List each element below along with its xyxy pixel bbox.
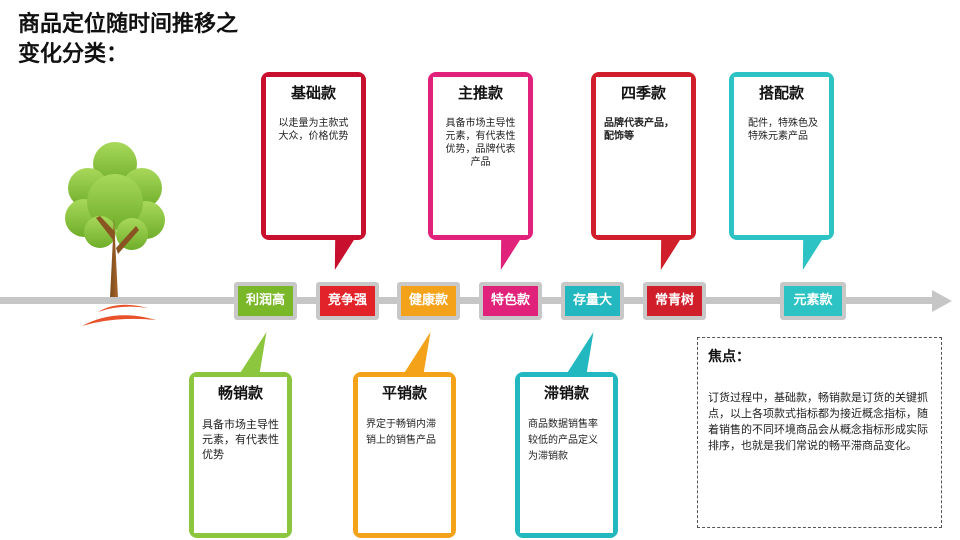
card-slow-seller: 滞销款 商品数据销售率较低的产品定义为滞销款 (515, 372, 618, 538)
card-title: 基础款 (290, 84, 336, 102)
card-pointer (403, 332, 441, 374)
card-pointer (324, 238, 356, 270)
timeline-pill: 竞争强 (316, 282, 379, 320)
timeline-pill: 特色款 (479, 282, 542, 320)
card-four-seasons: 四季款 品牌代表产品，配饰等 (591, 72, 696, 240)
card-desc: 品牌代表产品，配饰等 (604, 118, 674, 142)
card-desc: 以走量为主款式大众，价格优势 (278, 118, 349, 142)
pill-label: 存量大 (572, 293, 612, 308)
title-line-1: 商品定位随时间推移之 (18, 12, 239, 37)
card-body: 基础款 以走量为主款式大众，价格优势 (266, 77, 361, 235)
title-line-2: 变化分类： (18, 42, 129, 67)
timeline-pill: 常青树 (643, 282, 706, 320)
card-pointer (792, 238, 824, 270)
timeline-pill: 利润高 (234, 282, 297, 320)
card-pointer (239, 332, 277, 374)
focus-box: 焦点： 订货过程中，基础款，畅销款是订货的关键抓点，以上各项款式指标都为接近概念… (697, 337, 942, 528)
pill-label: 特色款 (490, 293, 530, 308)
card-pointer (650, 238, 682, 270)
tree-icon (65, 142, 165, 326)
timeline-line (0, 297, 938, 304)
card-pointer (566, 332, 604, 374)
card-desc: 具备市场主导性元素，有代表性优势，品牌代表产品 (445, 118, 516, 168)
pill-label: 竞争强 (327, 293, 367, 308)
card-title: 主推款 (457, 84, 503, 102)
pill-label: 元素款 (793, 293, 833, 308)
page-title: 商品定位随时间推移之 变化分类： (18, 10, 238, 70)
card-body: 搭配款 配件，特殊色及特殊元素产品 (734, 77, 829, 235)
card-body: 主推款 具备市场主导性元素，有代表性优势，品牌代表产品 (433, 77, 528, 235)
card-pointer (490, 238, 522, 270)
card-desc: 商品数据销售率较低的产品定义为滞销款 (528, 419, 598, 462)
card-body: 平销款 界定于畅销内滞销上的销售产品 (358, 377, 451, 533)
card-desc: 配件，特殊色及特殊元素产品 (748, 118, 818, 142)
card-average-seller: 平销款 界定于畅销内滞销上的销售产品 (353, 372, 456, 538)
card-body: 四季款 品牌代表产品，配饰等 (596, 77, 691, 235)
card-title: 四季款 (620, 84, 666, 102)
timeline-arrow (932, 290, 952, 312)
card-matching: 搭配款 配件，特殊色及特殊元素产品 (729, 72, 834, 240)
card-title: 搭配款 (758, 84, 804, 102)
card-body: 滞销款 商品数据销售率较低的产品定义为滞销款 (520, 377, 613, 533)
card-title: 畅销款 (217, 384, 263, 402)
pill-label: 健康款 (408, 293, 448, 308)
card-title: 滞销款 (543, 384, 589, 402)
timeline-pill: 元素款 (780, 282, 846, 320)
card-desc: 界定于畅销内滞销上的销售产品 (366, 419, 436, 446)
pill-label: 常青树 (654, 293, 694, 308)
timeline-pill: 存量大 (561, 282, 624, 320)
pill-label: 利润高 (245, 293, 285, 308)
focus-text: 订货过程中，基础款，畅销款是订货的关键抓点，以上各项款式指标都为接近概念指标，随… (708, 391, 928, 452)
card-main-push: 主推款 具备市场主导性元素，有代表性优势，品牌代表产品 (428, 72, 533, 240)
timeline-pill: 健康款 (397, 282, 460, 320)
card-desc: 具备市场主导性元素，有代表性优势 (202, 418, 279, 461)
focus-title: 焦点： (708, 349, 750, 365)
card-title: 平销款 (381, 384, 427, 402)
card-basic: 基础款 以走量为主款式大众，价格优势 (261, 72, 366, 240)
card-best-seller: 畅销款 具备市场主导性元素，有代表性优势 (189, 372, 292, 538)
card-body: 畅销款 具备市场主导性元素，有代表性优势 (194, 377, 287, 533)
